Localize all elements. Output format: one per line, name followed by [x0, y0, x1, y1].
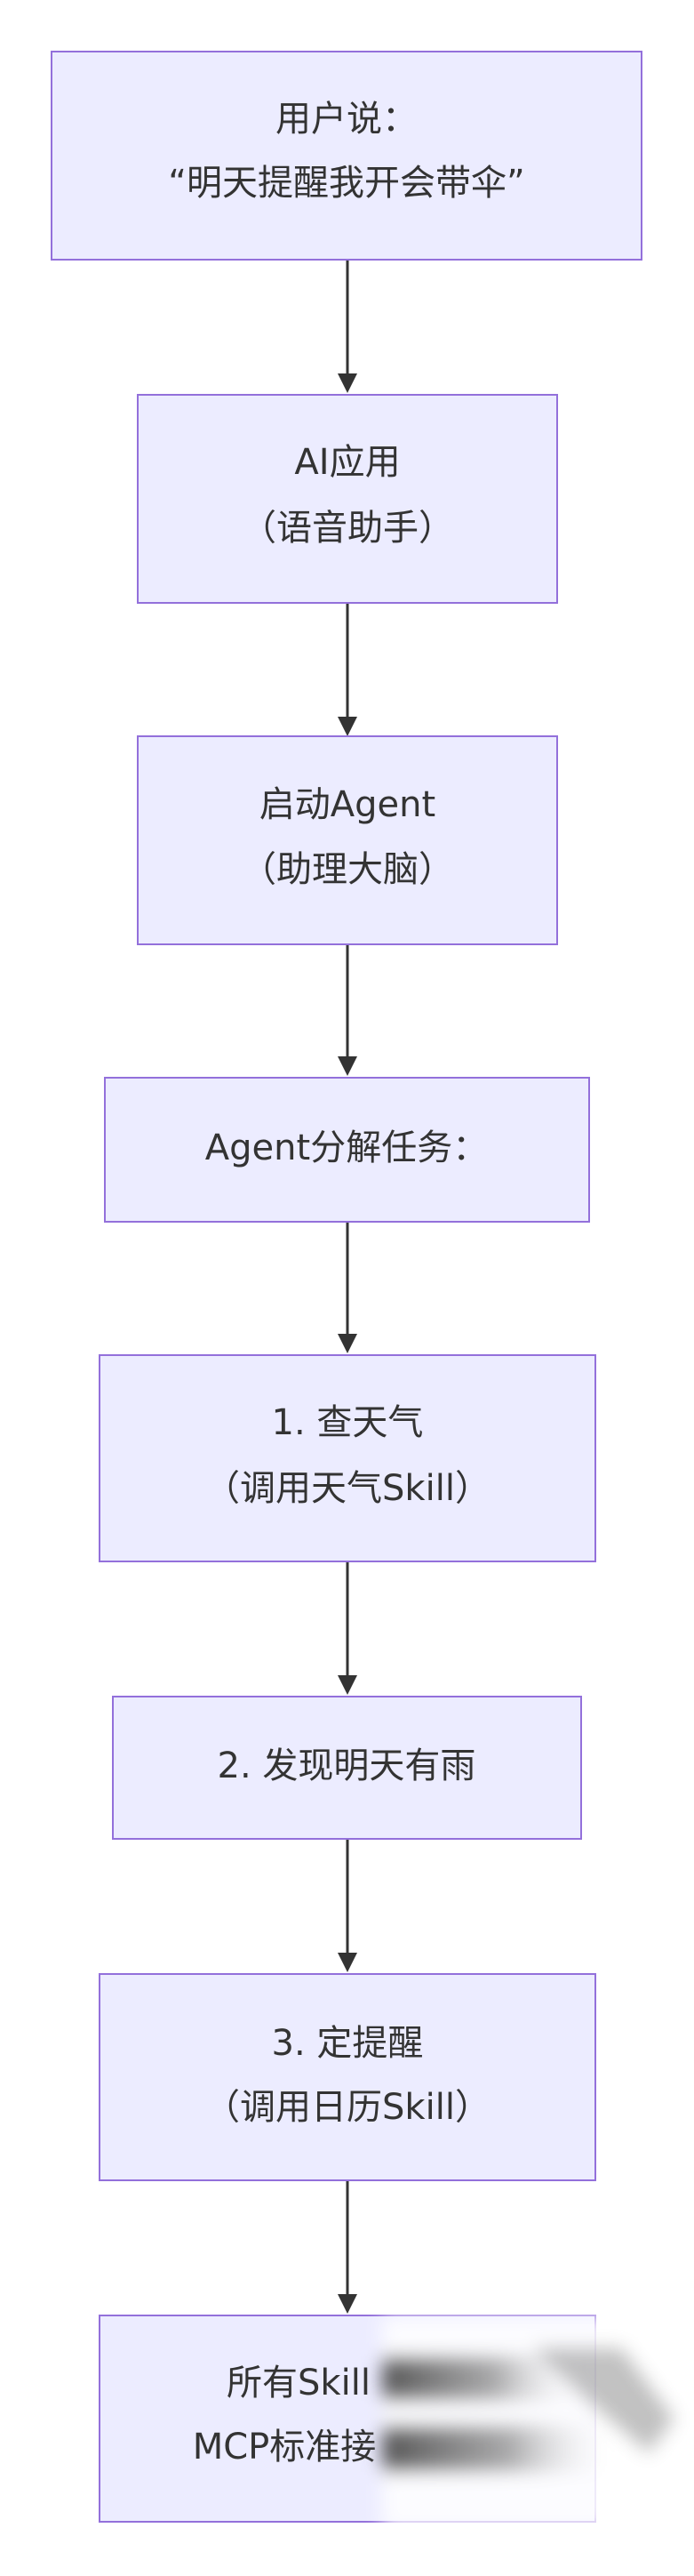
node-ai-app-line-1: AI应用: [294, 442, 400, 483]
node-all-skills-mcp-line-1: 所有Skill: [227, 2363, 371, 2403]
node-agent-decompose: Agent分解任务：: [104, 1077, 590, 1223]
edge-reminder-to-mcp: [338, 2180, 357, 2314]
edge-agent-to-decompose: [338, 944, 357, 1076]
edge-weather-to-rain: [338, 1561, 357, 1695]
node-ai-app-line-2: （语音助手）: [241, 508, 454, 549]
edge-user-to-app: [338, 260, 357, 393]
node-user-says-line-2: “明天提醒我开会带伞”: [168, 163, 524, 204]
node-check-weather-line-1: 1. 查天气: [272, 1402, 424, 1443]
node-user-says: 用户说： “明天提醒我开会带伞”: [51, 51, 642, 261]
blur-smear-overlay: [382, 2316, 693, 2530]
edge-rain-to-reminder: [338, 1839, 357, 1972]
node-start-agent: 启动Agent （助理大脑）: [137, 735, 558, 945]
node-found-rain: 2. 发现明天有雨: [112, 1696, 582, 1840]
node-check-weather-line-2: （调用天气Skill）: [204, 1468, 491, 1509]
edge-app-to-agent: [338, 603, 357, 736]
node-set-reminder-line-1: 3. 定提醒: [272, 2023, 424, 2064]
node-found-rain-line-1: 2. 发现明天有雨: [218, 1745, 476, 1786]
node-start-agent-line-2: （助理大脑）: [241, 849, 454, 890]
edge-decompose-to-weather: [338, 1222, 357, 1353]
node-all-skills-mcp-line-2: MCP标准接: [193, 2427, 377, 2468]
node-set-reminder: 3. 定提醒 （调用日历Skill）: [99, 1973, 596, 2181]
node-set-reminder-line-2: （调用日历Skill）: [204, 2087, 491, 2128]
node-ai-app: AI应用 （语音助手）: [137, 394, 558, 604]
node-user-says-line-1: 用户说：: [275, 99, 418, 140]
node-agent-decompose-line-1: Agent分解任务：: [205, 1128, 488, 1168]
node-check-weather: 1. 查天气 （调用天气Skill）: [99, 1354, 596, 1562]
node-start-agent-line-1: 启动Agent: [259, 784, 435, 825]
